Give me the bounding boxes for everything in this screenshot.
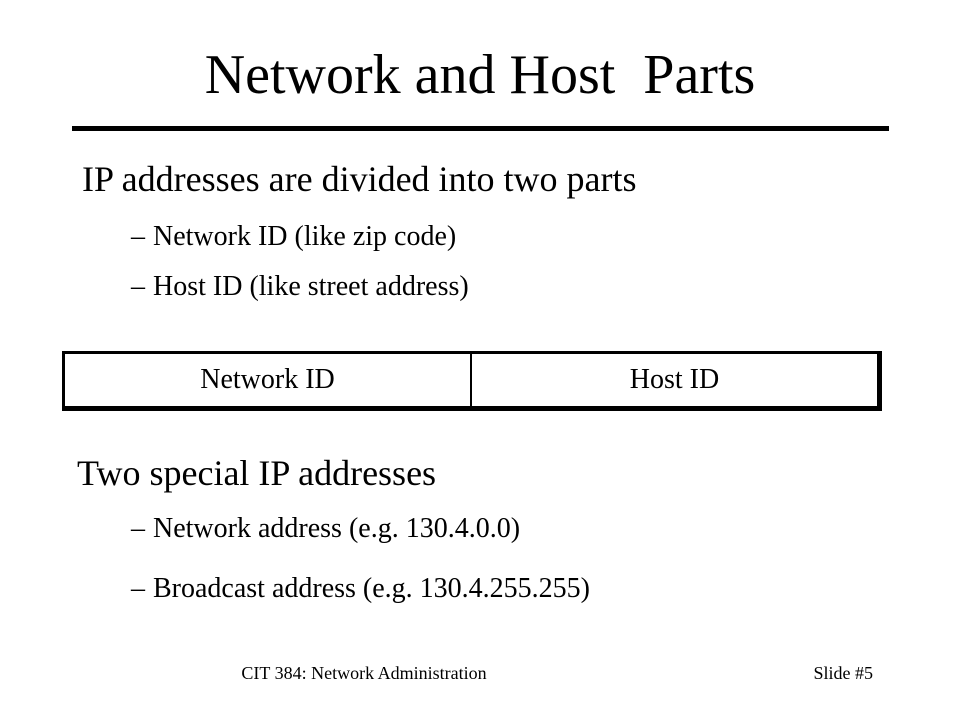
dash-marker: – — [131, 271, 145, 302]
bullet-text: Host ID (like street address) — [153, 271, 469, 302]
address-structure-table: Network ID Host ID — [62, 351, 882, 411]
bullet-text: Network address (e.g. 130.4.0.0) — [153, 513, 521, 544]
dash-marker: – — [131, 513, 145, 544]
bullet-network-address: –Network address (e.g. 130.4.0.0) — [131, 512, 520, 546]
footer-course: CIT 384: Network Administration — [241, 663, 487, 683]
bullet-broadcast-address: –Broadcast address (e.g. 130.4.255.255) — [131, 572, 590, 606]
bullet-network-id: –Network ID (like zip code) — [131, 220, 456, 254]
host-id-cell: Host ID — [629, 364, 720, 395]
network-id-cell: Network ID — [65, 354, 472, 406]
title-underline — [72, 126, 889, 131]
slide-title: Network and Host Parts — [204, 44, 756, 106]
section-heading-special-addresses: Two special IP addresses — [77, 453, 437, 493]
section-heading-ip-parts: IP addresses are divided into two parts — [82, 159, 637, 199]
bullet-text: Broadcast address (e.g. 130.4.255.255) — [153, 573, 591, 604]
dash-marker: – — [131, 221, 145, 252]
bullet-text: Network ID (like zip code) — [153, 221, 457, 252]
dash-marker: – — [131, 573, 145, 604]
footer-slide-number: Slide #5 — [813, 663, 873, 683]
bullet-host-id: –Host ID (like street address) — [131, 270, 469, 304]
